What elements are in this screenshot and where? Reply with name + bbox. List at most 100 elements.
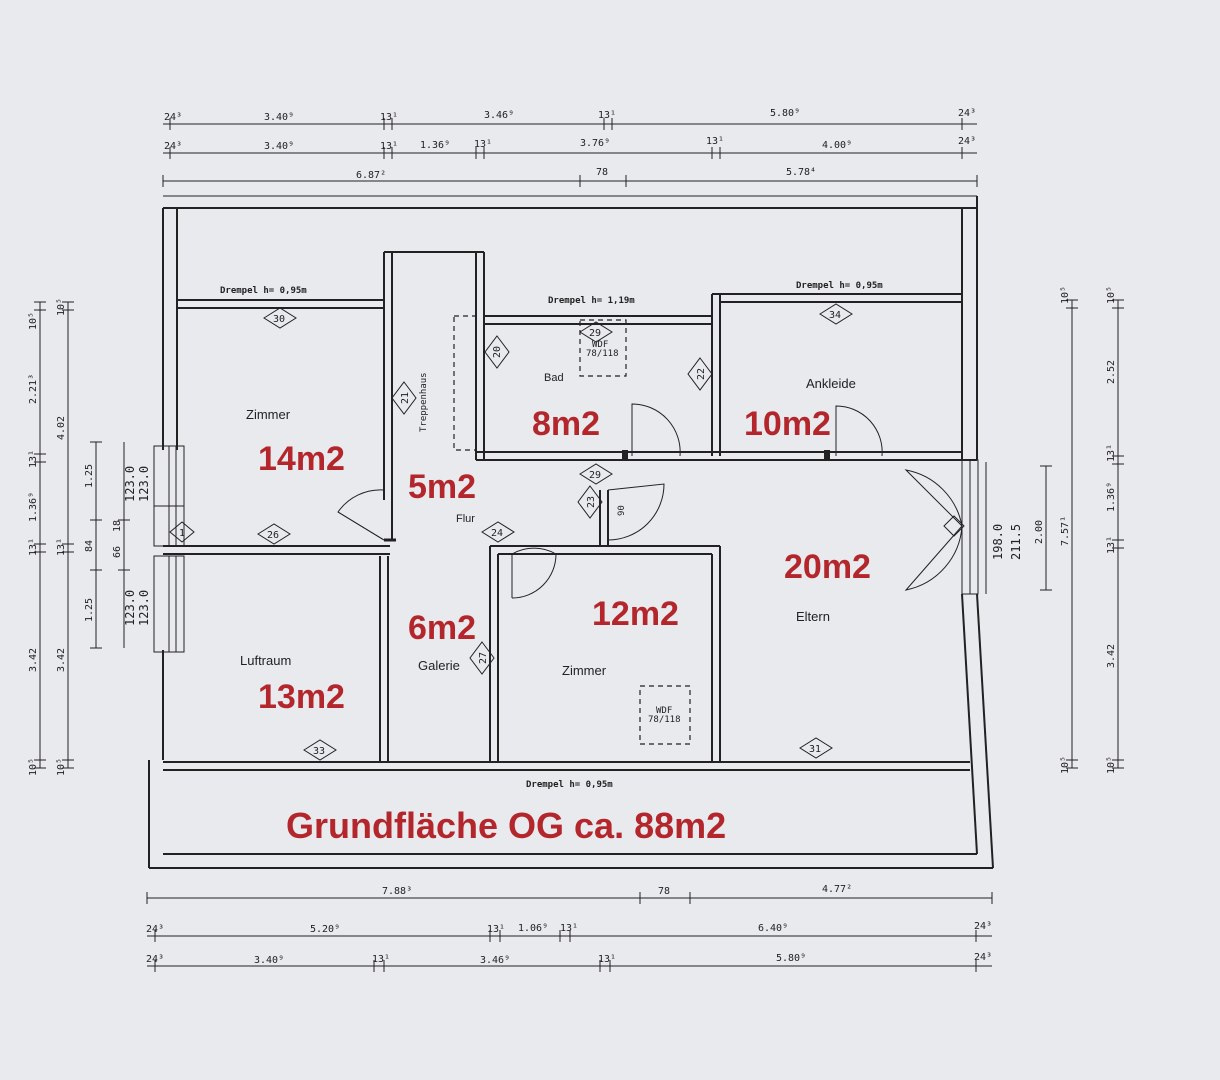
room-eltern-name: Eltern	[796, 609, 830, 624]
room-eltern-area: 20m2	[784, 548, 871, 586]
room-luftraum-area: 13m2	[258, 678, 345, 716]
dim-win-2: 84	[84, 540, 95, 552]
dim-top1-6: 24³	[958, 108, 976, 119]
dim-bot2-6: 24³	[974, 921, 992, 932]
top-dimension-chains: 24³ 3.40⁹ 13¹ 3.46⁹ 13¹ 5.80⁹ 24³ 24³ 3.…	[162, 108, 978, 187]
door-90-label: 90	[617, 505, 627, 516]
dim-top2-0: 24³	[164, 141, 182, 152]
dim-rightin-5: 3.42	[1106, 644, 1117, 668]
wdf-bottom-size: 78/118	[648, 715, 681, 725]
dim-top1-1: 3.40⁹	[264, 112, 294, 123]
balcony-door	[904, 459, 979, 595]
dim-win-1: 18	[112, 520, 123, 532]
dim-win-4: 1.25	[84, 598, 95, 622]
notes: Drempel h= 0,95m Drempel h= 1,19m Drempe…	[220, 281, 883, 790]
dim-left-5: 3.42	[28, 648, 39, 672]
dim-win-3: 66	[112, 546, 123, 558]
bottom-dimension-chains: 7.88³ 78 4.77² 24³ 5.20⁹ 13¹ 1.06⁹ 13¹ 6…	[146, 884, 993, 972]
drempel-left-note: Drempel h= 0,95m	[220, 286, 307, 296]
dim-door-0: 198.0	[991, 524, 1005, 560]
dashed-outlines	[453, 315, 691, 745]
dim-door-1: 211.5	[1009, 524, 1023, 560]
dim-rightin-1: 2.52	[1106, 360, 1117, 384]
tag-30: 30	[273, 314, 285, 325]
dim-right-2: 10⁵	[1060, 756, 1071, 774]
dim-top2-1: 3.40⁹	[264, 141, 294, 152]
dim-bot2-1: 5.20⁹	[310, 924, 340, 935]
room-flur-name: Flur	[456, 513, 475, 525]
tag-22: 22	[696, 368, 707, 380]
dim-bot3-4: 13¹	[598, 954, 616, 965]
dim-top2-2: 13¹	[380, 141, 398, 152]
room-labels: Zimmer 14m2 Bad 8m2 Ankleide 10m2 5m2 Fl…	[240, 372, 871, 716]
dim-leftin-2: 13¹	[56, 538, 67, 556]
dim-rightin-3: 1.36⁹	[1106, 482, 1117, 512]
room-zimmer-left-area: 14m2	[258, 440, 345, 478]
tag-1: 1	[179, 528, 185, 539]
dim-bot2-4: 13¹	[560, 923, 578, 934]
dim-left-0: 10⁵	[28, 312, 39, 330]
room-ankleide-name: Ankleide	[806, 376, 856, 391]
drempel-bad-note: Drempel h= 1,19m	[548, 296, 635, 306]
tag-29: 29	[589, 328, 601, 339]
dim-bot3-6: 24³	[974, 952, 992, 963]
wdf-bottom-label: WDF	[656, 706, 672, 716]
room-galerie-area: 6m2	[408, 609, 476, 647]
right-dimension-chains: 198.0 211.5 2.00 10⁵ 7.57¹ 10⁵ 10⁵ 2.52 …	[985, 286, 1124, 774]
room-bad-name: Bad	[544, 372, 564, 384]
left-windows	[153, 445, 185, 653]
tag-diamonds: 30 29 20 21 22 34 26 1 24 23 29 27 33 31	[169, 303, 853, 761]
dim-door-2: 2.00	[1034, 520, 1045, 544]
room-ankleide-area: 10m2	[744, 405, 831, 443]
room-luftraum-name: Luftraum	[240, 653, 291, 668]
dim-bot1-0: 7.88³	[382, 886, 412, 897]
dim-bot2-3: 1.06⁹	[518, 923, 548, 934]
dim-bot3-0: 24³	[146, 954, 164, 965]
drempel-bottom-note: Drempel h= 0,95m	[526, 780, 613, 790]
tag-34: 34	[829, 310, 841, 321]
dim-bot1-2: 4.77²	[822, 884, 852, 895]
dim-win-size-0: 123.0	[123, 466, 137, 502]
dim-bot2-0: 24³	[146, 924, 164, 935]
dim-bot3-2: 13¹	[372, 954, 390, 965]
dim-win-size-3: 123.0	[137, 590, 151, 626]
room-bad-area: 8m2	[532, 405, 600, 443]
dim-bot3-5: 5.80⁹	[776, 953, 806, 964]
tag-20: 20	[492, 346, 503, 358]
dim-bot1-1: 78	[658, 886, 670, 897]
dim-top2-4: 13¹	[474, 139, 492, 150]
dim-left-6: 10⁵	[28, 758, 39, 776]
dim-left-2: 13¹	[28, 450, 39, 468]
left-dimension-chains: 10⁵ 2.21³ 13¹ 1.36⁹ 13¹ 3.42 10⁵ 10⁵ 4.0…	[28, 298, 151, 776]
doors	[337, 403, 883, 599]
dim-top2-3: 1.36⁹	[420, 140, 450, 151]
dim-win-size-1: 123.0	[137, 466, 151, 502]
dim-rightin-6: 10⁵	[1106, 756, 1117, 774]
dim-top2-7: 4.00⁹	[822, 140, 852, 151]
tag-24: 24	[491, 528, 503, 539]
dim-top3-1: 78	[596, 167, 608, 178]
dim-leftin-3: 3.42	[56, 648, 67, 672]
tag-23: 23	[586, 496, 597, 508]
dim-top2-6: 13¹	[706, 136, 724, 147]
room-galerie-name: Galerie	[418, 658, 460, 673]
dim-win-size-2: 123.0	[123, 590, 137, 626]
dim-bot2-2: 13¹	[487, 924, 505, 935]
dim-top3-0: 6.87²	[356, 170, 386, 181]
dim-rightin-0: 10⁵	[1106, 286, 1117, 304]
dim-top2-8: 24³	[958, 136, 976, 147]
dim-rightin-2: 13¹	[1106, 444, 1117, 462]
dim-top2-5: 3.76⁹	[580, 138, 610, 149]
walls	[148, 195, 994, 869]
wdf-top-label: WDF	[592, 340, 608, 350]
tag-33: 33	[313, 746, 325, 757]
dim-leftin-0: 10⁵	[56, 298, 67, 316]
dim-leftin-1: 4.02	[56, 416, 67, 440]
tag-21: 21	[400, 392, 411, 404]
dim-top1-2: 13¹	[380, 112, 398, 123]
dim-leftin-4: 10⁵	[56, 758, 67, 776]
dim-rightin-4: 13¹	[1106, 536, 1117, 554]
wdf-top-size: 78/118	[586, 349, 619, 359]
drempel-right-note: Drempel h= 0,95m	[796, 281, 883, 291]
room-zimmer-mid-area: 12m2	[592, 595, 679, 633]
